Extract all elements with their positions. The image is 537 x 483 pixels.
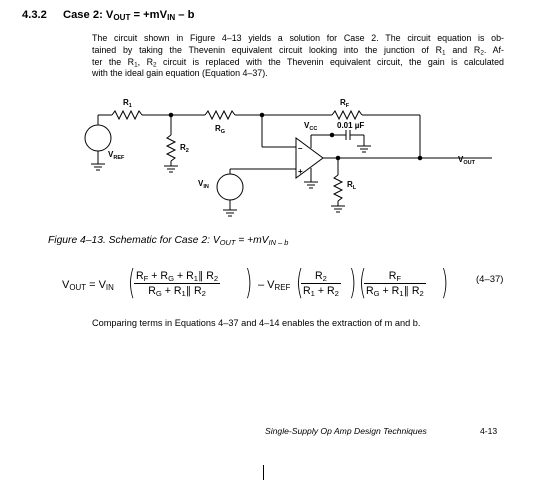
figure-caption: Figure 4–13. Schematic for Case 2: VOUT … <box>48 235 289 247</box>
paragraph-line: The circuit shown in Figure 4–13 yields … <box>92 33 504 43</box>
left-paren: ( <box>127 263 136 303</box>
rl-label: RL <box>347 180 357 191</box>
equation-fraction-2: R2 R1 + R2 <box>301 270 341 298</box>
left-paren: ( <box>358 263 367 303</box>
paragraph-line: with the ideal gain equation (Equation 4… <box>92 68 268 79</box>
vref-label: VREF <box>108 150 125 161</box>
right-paren: ) <box>244 263 253 303</box>
vout-label: VOUT <box>458 155 476 166</box>
equation-lhs: VOUT = VIN <box>62 279 114 292</box>
footer-title: Single-Supply Op Amp Design Techniques <box>265 426 427 436</box>
rf-label: RF <box>340 98 350 109</box>
r2-label: R2 <box>180 143 189 154</box>
vin-label: VIN <box>198 179 209 190</box>
equation-fraction-3: RF RG + R1∥ R2 <box>364 270 426 298</box>
capacitor-label: 0.01 µF <box>337 121 364 130</box>
rg-label: RG <box>215 124 225 135</box>
r1-label: R1 <box>123 98 132 109</box>
comparing-paragraph: Comparing terms in Equations 4–37 and 4–… <box>92 318 421 328</box>
equation-minus-vref: – VREF <box>258 279 291 292</box>
left-paren: ( <box>295 263 304 303</box>
footer-page-number: 4-13 <box>480 426 498 436</box>
paragraph-line: tained by taking the Thevenin equivalent… <box>92 44 504 57</box>
vcc-label: VCC <box>304 121 317 132</box>
text-cursor <box>263 465 264 480</box>
opamp-minus-label: – <box>298 144 303 153</box>
body-paragraph: The circuit shown in Figure 4–13 yields … <box>92 33 504 80</box>
equation-fraction-1: RF + RG + R1∥ R2 RG + R1∥ R2 <box>134 270 221 298</box>
right-paren: ) <box>440 263 449 303</box>
circuit-schematic: R1 RF RG R2 VCC 0.01 µF VREF VIN VOUT RL… <box>84 98 492 217</box>
equation-number: (4–37) <box>476 274 504 285</box>
paragraph-line: ter the R1, R2 circuit is replaced with … <box>92 56 504 69</box>
opamp-plus-label: + <box>298 167 303 176</box>
section-number: 4.3.2 <box>22 9 47 21</box>
right-paren: ) <box>348 263 357 303</box>
